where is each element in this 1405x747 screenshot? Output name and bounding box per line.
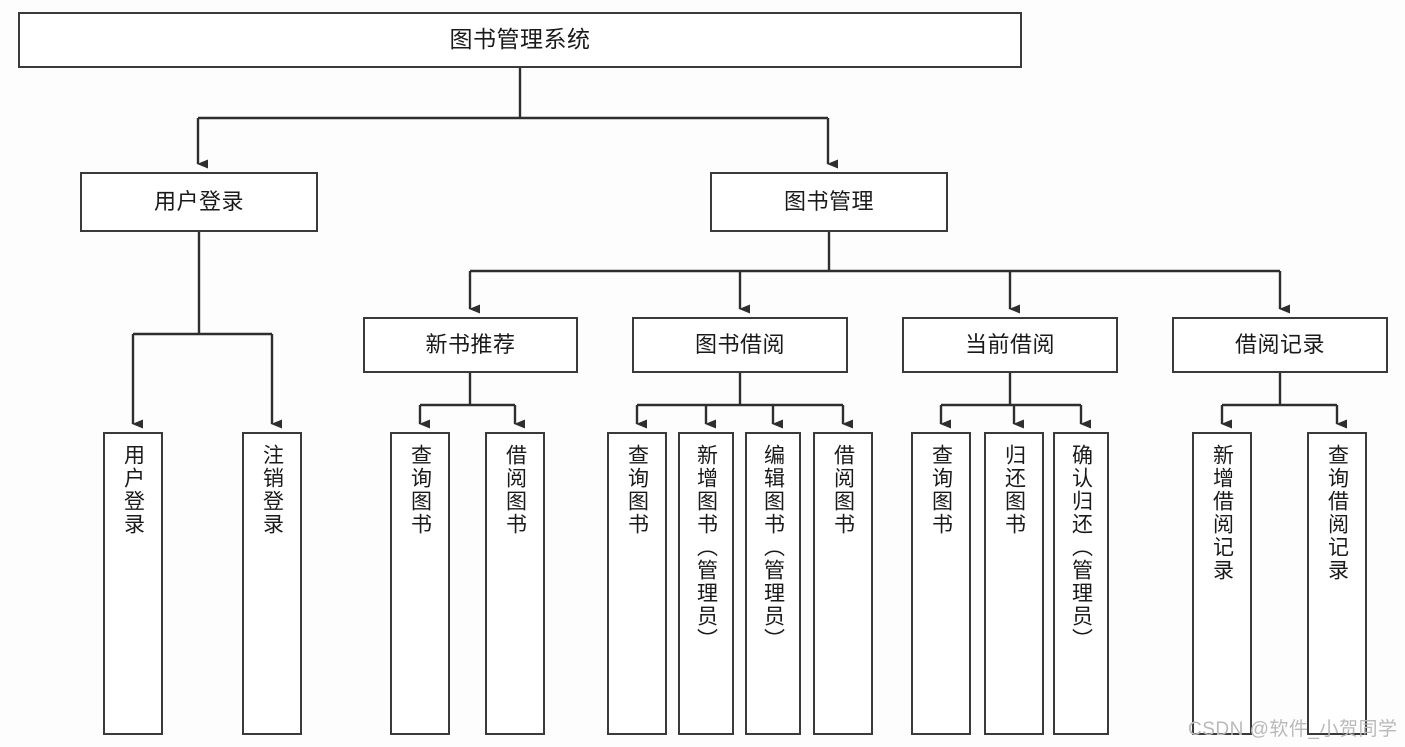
leaf-add-book[interactable]: 新增图书（管理员） [678,432,734,735]
node-book-manage[interactable]: 图书管理 [710,172,948,232]
node-borrow-record[interactable]: 借阅记录 [1172,317,1388,373]
leaf-confirm-return-label: 确认归还（管理员） [1069,444,1093,651]
leaf-add-record[interactable]: 新增借阅记录 [1192,432,1252,735]
leaf-edit-book[interactable]: 编辑图书（管理员） [745,432,801,735]
node-book-borrow[interactable]: 图书借阅 [632,317,848,373]
node-user-login[interactable]: 用户登录 [80,172,318,232]
leaf-query-book-3-label: 查询图书 [929,444,953,536]
leaf-borrow-book-2-label: 借阅图书 [831,444,855,536]
node-root[interactable]: 图书管理系统 [18,12,1022,68]
leaf-query-book-3[interactable]: 查询图书 [911,432,971,735]
watermark: CSDN @软件_小贺同学 [1188,719,1398,740]
node-root-label: 图书管理系统 [449,26,591,53]
leaf-user-login-label: 用户登录 [121,444,145,536]
node-new-book-recommend[interactable]: 新书推荐 [363,317,578,373]
leaf-query-book-1[interactable]: 查询图书 [390,432,450,735]
node-book-manage-label: 图书管理 [783,189,874,215]
leaf-query-record[interactable]: 查询借阅记录 [1307,432,1367,735]
leaf-return-book[interactable]: 归还图书 [984,432,1044,735]
leaf-query-record-label: 查询借阅记录 [1325,444,1349,582]
leaf-edit-book-label: 编辑图书（管理员） [761,444,785,651]
leaf-return-book-label: 归还图书 [1002,444,1026,536]
node-book-borrow-label: 图书借阅 [694,332,785,358]
node-user-login-label: 用户登录 [153,189,244,215]
node-current-borrow[interactable]: 当前借阅 [902,317,1118,373]
leaf-query-book-2-label: 查询图书 [625,444,649,536]
node-new-book-recommend-label: 新书推荐 [425,332,516,358]
leaf-user-logout[interactable]: 注销登录 [242,432,302,735]
leaf-borrow-book-2[interactable]: 借阅图书 [813,432,873,735]
leaf-user-logout-label: 注销登录 [260,444,284,536]
leaf-user-login[interactable]: 用户登录 [103,432,163,735]
leaf-borrow-book-1[interactable]: 借阅图书 [485,432,545,735]
leaf-confirm-return[interactable]: 确认归还（管理员） [1053,432,1109,735]
leaf-add-record-label: 新增借阅记录 [1210,444,1234,582]
node-borrow-record-label: 借阅记录 [1234,332,1325,358]
leaf-query-book-1-label: 查询图书 [408,444,432,536]
leaf-add-book-label: 新增图书（管理员） [694,444,718,651]
leaf-query-book-2[interactable]: 查询图书 [607,432,667,735]
node-current-borrow-label: 当前借阅 [964,332,1055,358]
leaf-borrow-book-1-label: 借阅图书 [503,444,527,536]
